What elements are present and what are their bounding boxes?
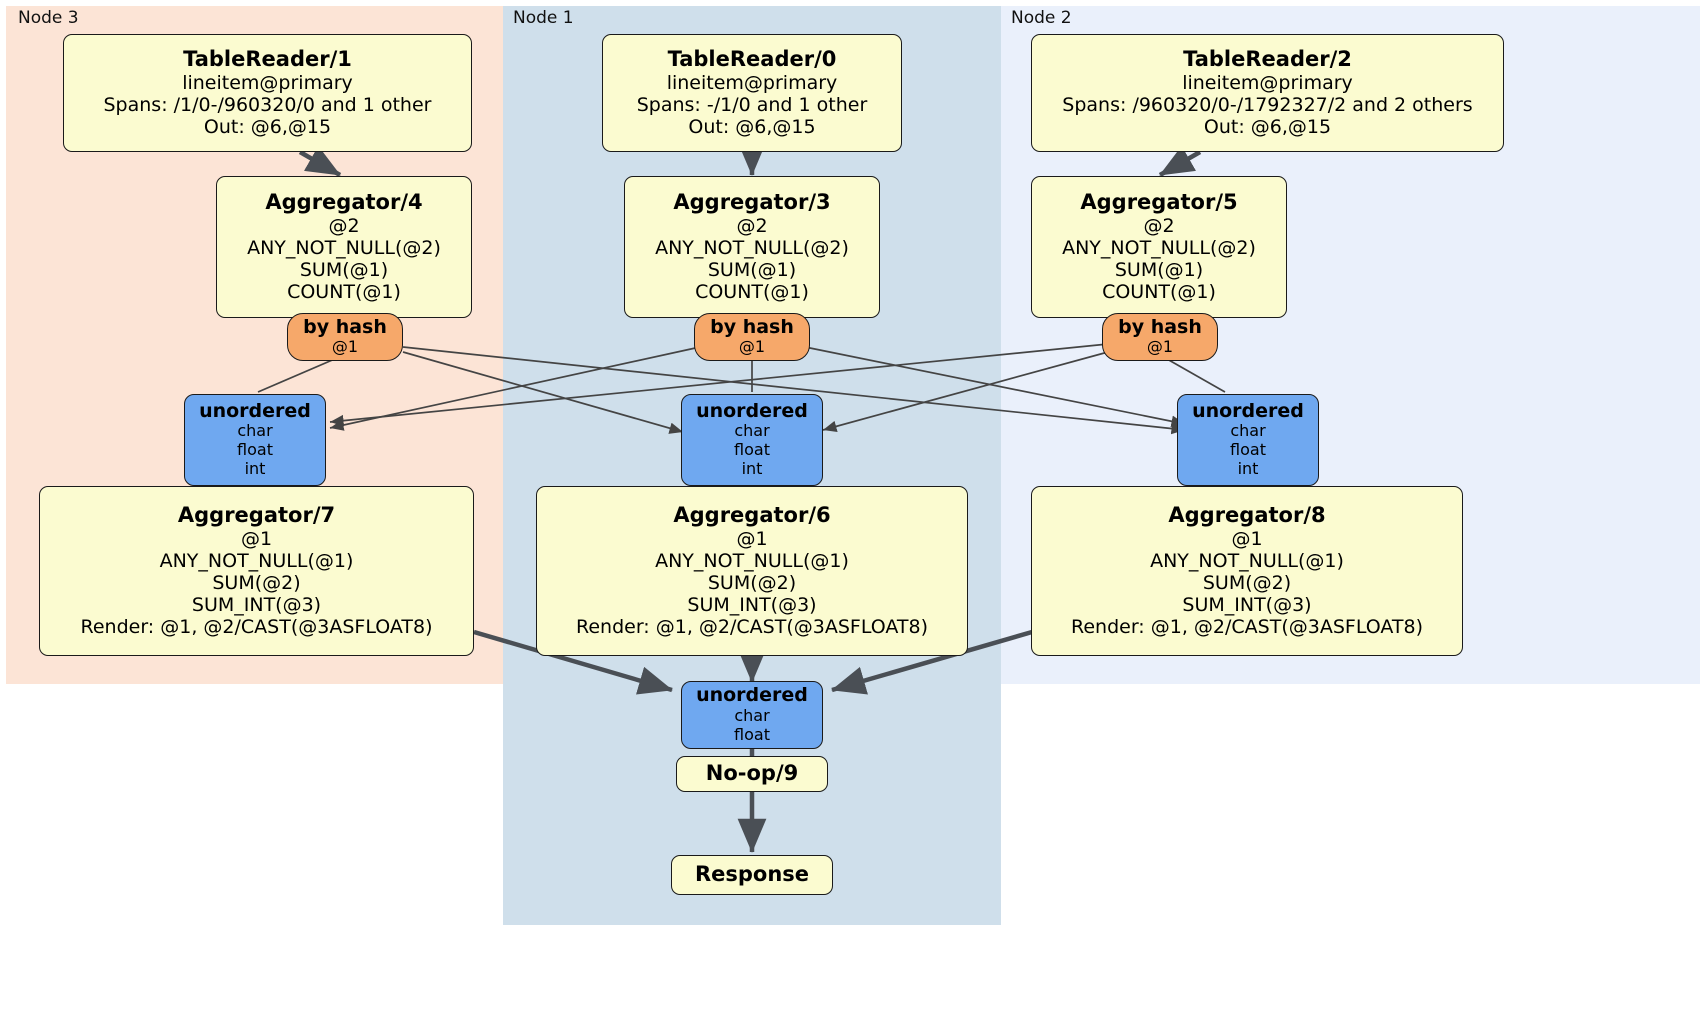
cluster-label-node-1: Node 1	[513, 8, 574, 28]
node-tablereader-2[interactable]: TableReader/2 lineitem@primary Spans: /9…	[1031, 34, 1504, 152]
node-aggregator-8[interactable]: Aggregator/8 @1 ANY_NOT_NULL(@1) SUM(@2)…	[1031, 486, 1463, 656]
node-detail-line: ANY_NOT_NULL(@2)	[247, 236, 441, 259]
node-response[interactable]: Response	[671, 855, 833, 895]
node-render-line: Render: @1, @2/CAST(@3ASFLOAT8)	[80, 615, 433, 638]
sink-unordered-right[interactable]: unordered char float int	[1177, 394, 1319, 486]
sink-type-line: float	[1230, 440, 1266, 460]
sink-type-line: char	[734, 705, 770, 725]
sink-title: unordered	[696, 400, 808, 423]
node-detail-line: Out: @6,@15	[203, 115, 332, 138]
node-title: TableReader/2	[1183, 47, 1352, 72]
node-detail-line: COUNT(@1)	[1102, 280, 1216, 303]
node-aggregator-4[interactable]: Aggregator/4 @2 ANY_NOT_NULL(@2) SUM(@1)…	[216, 176, 472, 318]
node-title: Aggregator/7	[177, 503, 336, 528]
node-detail-line: ANY_NOT_NULL(@2)	[1062, 236, 1256, 259]
node-title: TableReader/0	[667, 47, 837, 72]
node-title: Aggregator/4	[265, 190, 423, 215]
router-title: by hash	[303, 315, 387, 338]
router-by-hash-right[interactable]: by hash @1	[1102, 313, 1218, 361]
node-detail-line: @2	[736, 214, 768, 237]
node-detail-line: @2	[328, 214, 360, 237]
node-detail-line: SUM_INT(@3)	[687, 593, 817, 616]
node-detail-line: lineitem@primary	[182, 71, 353, 94]
router-title: by hash	[1118, 315, 1202, 338]
sink-unordered-final[interactable]: unordered char float	[681, 681, 823, 749]
node-detail-line: SUM(@1)	[707, 258, 797, 281]
sink-title: unordered	[1192, 400, 1304, 423]
sink-unordered-mid[interactable]: unordered char float int	[681, 394, 823, 486]
node-render-line: Render: @1, @2/CAST(@3ASFLOAT8)	[1071, 615, 1423, 638]
node-detail-line: COUNT(@1)	[695, 280, 809, 303]
router-by-hash-mid[interactable]: by hash @1	[694, 313, 810, 361]
node-title: Aggregator/3	[673, 190, 831, 215]
node-title: No-op/9	[705, 761, 799, 786]
node-detail-line: lineitem@primary	[1182, 71, 1353, 94]
node-detail-line: ANY_NOT_NULL(@1)	[1150, 549, 1344, 572]
node-aggregator-6[interactable]: Aggregator/6 @1 ANY_NOT_NULL(@1) SUM(@2)…	[536, 486, 968, 656]
node-detail-line: COUNT(@1)	[287, 280, 401, 303]
sink-type-line: int	[244, 459, 266, 479]
router-detail-line: @1	[331, 337, 359, 357]
sink-type-line: char	[734, 421, 770, 441]
router-detail-line: @1	[738, 337, 766, 357]
sink-type-line: char	[1230, 421, 1266, 441]
node-detail-line: Spans: /960320/0-/1792327/2 and 2 others	[1062, 93, 1473, 116]
node-detail-line: Out: @6,@15	[688, 115, 816, 138]
router-detail-line: @1	[1146, 337, 1174, 357]
node-detail-line: SUM(@1)	[1114, 258, 1204, 281]
node-detail-line: SUM(@2)	[707, 571, 797, 594]
cluster-label-node-3: Node 3	[18, 8, 79, 28]
node-detail-line: ANY_NOT_NULL(@2)	[655, 236, 849, 259]
node-detail-line: @1	[736, 527, 768, 550]
node-detail-line: @2	[1143, 214, 1175, 237]
node-title: Response	[694, 862, 810, 887]
sink-type-line: int	[1237, 459, 1259, 479]
node-tablereader-0[interactable]: TableReader/0 lineitem@primary Spans: -/…	[602, 34, 902, 152]
node-no-op-9[interactable]: No-op/9	[676, 756, 828, 792]
node-detail-line: SUM_INT(@3)	[191, 593, 322, 616]
node-aggregator-3[interactable]: Aggregator/3 @2 ANY_NOT_NULL(@2) SUM(@1)…	[624, 176, 880, 318]
node-detail-line: Spans: -/1/0 and 1 other	[636, 93, 868, 116]
sink-type-line: char	[237, 421, 273, 441]
node-aggregator-5[interactable]: Aggregator/5 @2 ANY_NOT_NULL(@2) SUM(@1)…	[1031, 176, 1287, 318]
cluster-label-node-2: Node 2	[1011, 8, 1072, 28]
node-detail-line: SUM(@2)	[212, 571, 301, 594]
sink-unordered-left[interactable]: unordered char float int	[184, 394, 326, 486]
sink-type-line: float	[734, 440, 770, 460]
node-title: Aggregator/6	[673, 503, 831, 528]
node-title: TableReader/1	[183, 47, 352, 72]
node-aggregator-7[interactable]: Aggregator/7 @1 ANY_NOT_NULL(@1) SUM(@2)…	[39, 486, 474, 656]
node-render-line: Render: @1, @2/CAST(@3ASFLOAT8)	[576, 615, 928, 638]
router-by-hash-left[interactable]: by hash @1	[287, 313, 403, 361]
node-detail-line: ANY_NOT_NULL(@1)	[655, 549, 849, 572]
sink-type-line: float	[734, 724, 770, 744]
sink-title: unordered	[696, 684, 808, 707]
sink-type-line: int	[741, 459, 763, 479]
node-detail-line: SUM(@1)	[299, 258, 389, 281]
node-detail-line: @1	[240, 527, 273, 550]
node-detail-line: @1	[1231, 527, 1263, 550]
node-tablereader-1[interactable]: TableReader/1 lineitem@primary Spans: /1…	[63, 34, 472, 152]
node-detail-line: Spans: /1/0-/960320/0 and 1 other	[103, 93, 432, 116]
sink-title: unordered	[199, 400, 311, 423]
node-detail-line: SUM(@2)	[1202, 571, 1292, 594]
node-detail-line: lineitem@primary	[666, 71, 838, 94]
router-title: by hash	[710, 315, 794, 338]
sink-type-line: float	[237, 440, 273, 460]
node-title: Aggregator/8	[1168, 503, 1326, 528]
node-detail-line: SUM_INT(@3)	[1182, 593, 1312, 616]
node-detail-line: Out: @6,@15	[1203, 115, 1332, 138]
node-detail-line: ANY_NOT_NULL(@1)	[159, 549, 354, 572]
node-title: Aggregator/5	[1080, 190, 1238, 215]
